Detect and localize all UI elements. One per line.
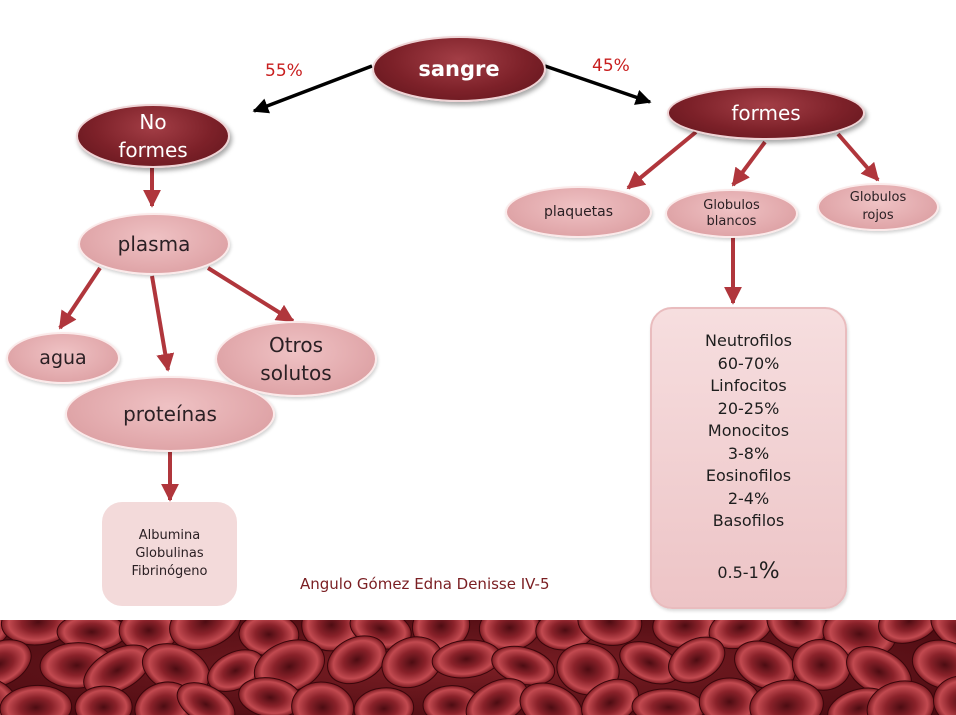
node-no-formes: No formes [76, 104, 230, 168]
arrow-plasma-to-proteinas [150, 275, 175, 372]
leukocytes-last-percent: % [758, 558, 780, 584]
percent-label-left: 55% [265, 61, 303, 81]
arrow-sangre-to-formes [544, 64, 652, 105]
blood-cell [0, 639, 32, 689]
arrows-black [252, 64, 652, 114]
blood-cell [169, 620, 242, 651]
blood-cell [0, 684, 73, 715]
arrows-red [58, 130, 880, 502]
arrow-plasma-to-agua [58, 266, 102, 330]
blood-cell [327, 635, 387, 685]
node-agua: agua [6, 332, 120, 384]
node-globulos-rojos: Globulos rojos [817, 183, 939, 231]
blood-cell [353, 687, 415, 715]
blood-cell [734, 640, 796, 690]
arrow-plasma-to-otros-solutos [206, 266, 295, 323]
blood-cell [933, 675, 956, 715]
box-proteins-list: Albumina Globulinas Fibrinógeno [102, 502, 237, 606]
node-plasma: plasma [78, 213, 230, 275]
node-plaquetas: plaquetas [505, 186, 652, 238]
leukocytes-list-text: Neutrofilos 60-70% Linfocitos 20-25% Mon… [705, 331, 792, 531]
blood-cell [749, 679, 824, 715]
arrow-formes-to-plaquetas [626, 130, 698, 190]
node-sangre: sangre [372, 36, 546, 102]
blood-cell [74, 685, 133, 715]
blood-cell [668, 636, 726, 684]
box-leukocytes-list: Neutrofilos 60-70% Linfocitos 20-25% Mon… [650, 307, 847, 609]
node-formes: formes [667, 86, 865, 140]
blood-cell [176, 682, 236, 715]
blood-cell [291, 681, 355, 715]
arrow-formes-to-globulos-rojos [836, 132, 880, 182]
node-globulos-blancos: Globulos blancos [665, 189, 798, 238]
percent-label-right: 45% [592, 56, 630, 76]
arrow-formes-to-globulos-blancos [731, 140, 767, 187]
arrow-sangre-to-no-formes [252, 64, 373, 114]
blood-cell [581, 678, 640, 715]
leukocytes-last-number: 0.5-1 [717, 562, 759, 582]
blood-cell [878, 620, 941, 644]
node-proteinas: proteínas [65, 376, 275, 452]
blood-cell [0, 620, 76, 646]
author-credit: Angulo Gómez Edna Denisse IV-5 [300, 575, 550, 593]
blood-cells-svg [0, 620, 956, 715]
red-blood-cells-image [0, 620, 956, 715]
leukocytes-last-value: 0.5-1% [717, 533, 779, 586]
node-otros-solutos: Otros solutos [215, 321, 377, 397]
blood-cell [519, 682, 583, 715]
blood-cell [577, 620, 643, 646]
blood-cell [631, 688, 706, 715]
